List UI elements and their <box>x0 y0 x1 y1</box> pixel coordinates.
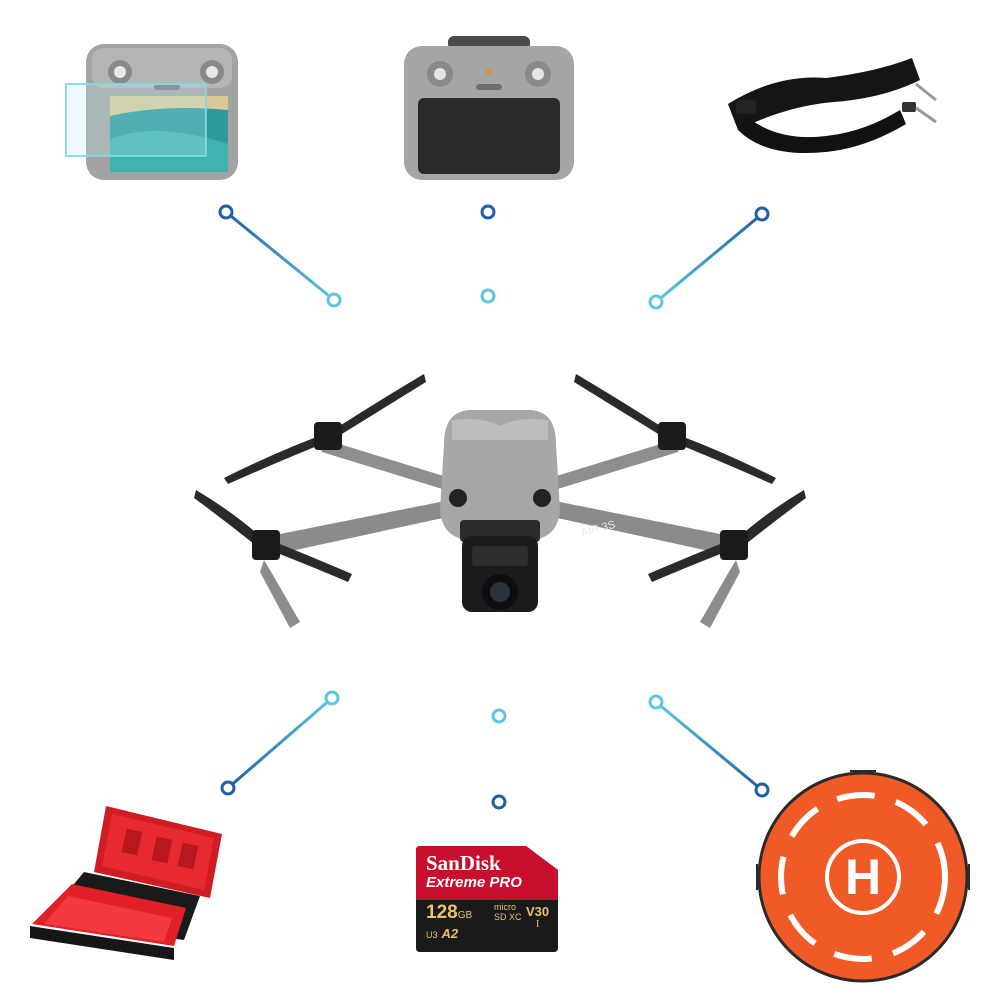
remote-controller <box>404 36 574 180</box>
sd-speed-label: V30 <box>526 904 550 919</box>
drone: AIR 3S <box>194 374 806 628</box>
memory-card-case <box>30 806 222 960</box>
sd-class-label: U3 <box>426 930 438 940</box>
connector-bottom-right <box>648 694 770 798</box>
connector-bottom-center <box>491 708 507 810</box>
sd-sd-label: SD <box>494 912 507 922</box>
sd-unit: GB <box>457 910 473 921</box>
shoulder-strap <box>728 58 937 154</box>
sd-app-label: A2 <box>441 926 459 941</box>
connector-bottom-left <box>220 690 340 796</box>
sd-brand: SanDisk <box>426 851 501 875</box>
sd-capacity: 128 <box>426 902 458 923</box>
microsd-card: SanDisk Extreme PRO 128GB micro SD XC V3… <box>416 846 558 952</box>
sd-line: Extreme PRO <box>426 874 522 891</box>
remote-controller-with-protector <box>65 44 238 180</box>
connector-top-right <box>648 206 770 310</box>
landing-pad-letter: H <box>844 849 882 905</box>
sd-roman-label: I <box>536 919 540 930</box>
landing-pad: H <box>756 770 970 984</box>
connector-top-left <box>218 204 342 308</box>
connector-top-center <box>480 204 496 304</box>
sd-xc-label: XC <box>509 912 522 922</box>
sd-micro-label: micro <box>494 902 516 912</box>
